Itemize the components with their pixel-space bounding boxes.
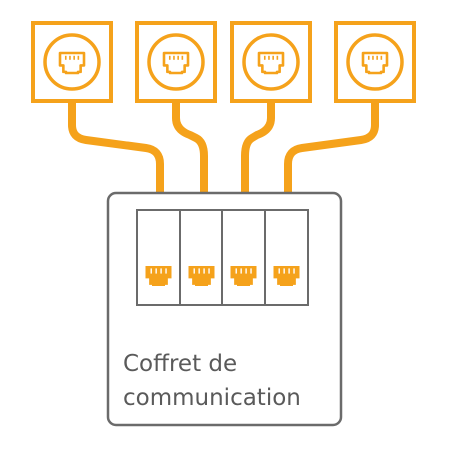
ethernet-port-icon — [257, 51, 285, 75]
wall-outlet — [334, 21, 416, 103]
wall-outlet — [230, 21, 312, 103]
cable-4 — [284, 95, 379, 200]
communication-cabinet: Coffret de communication — [106, 191, 343, 427]
cable-3 — [241, 95, 275, 200]
cable-1 — [68, 95, 164, 200]
cable-2 — [172, 95, 208, 200]
outlet-ring — [242, 33, 300, 91]
patch-module — [221, 209, 266, 306]
ethernet-port-icon — [361, 51, 389, 75]
wall-outlet — [135, 21, 217, 103]
patch-module — [264, 209, 309, 306]
outlet-ring — [346, 33, 404, 91]
ethernet-port-icon — [230, 266, 257, 286]
wall-outlets — [31, 21, 416, 103]
cabinet-label-line1: Coffret de — [123, 351, 237, 377]
cables — [68, 95, 379, 200]
wall-outlet — [31, 21, 113, 103]
outlet-ring — [147, 33, 205, 91]
ethernet-port-icon — [188, 266, 215, 286]
patch-modules — [136, 209, 309, 306]
patch-module — [136, 209, 181, 306]
ethernet-port-icon — [58, 51, 86, 75]
cabinet-label-line2: communication — [123, 385, 301, 411]
patch-module — [179, 209, 224, 306]
ethernet-port-icon — [162, 51, 190, 75]
outlet-ring — [43, 33, 101, 91]
ethernet-port-icon — [273, 266, 300, 286]
ethernet-port-icon — [145, 266, 172, 286]
